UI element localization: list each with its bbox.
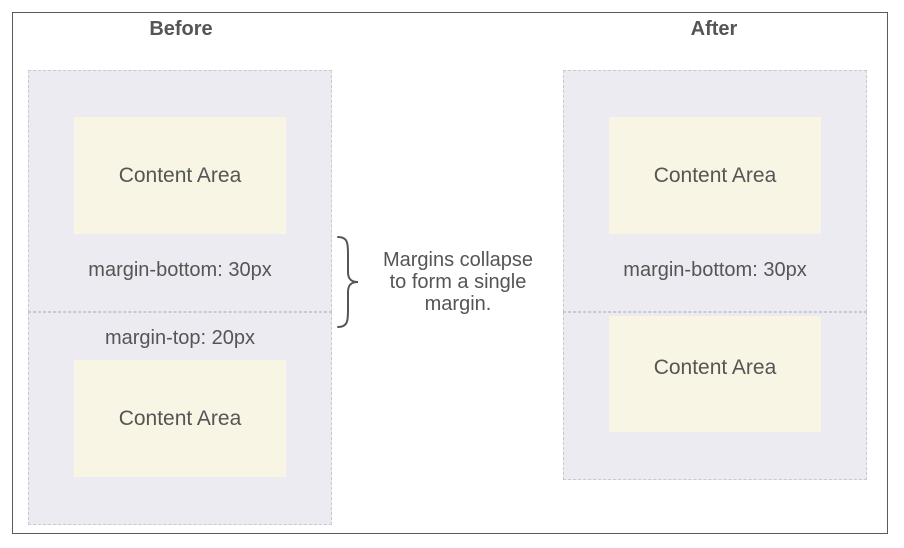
before-bottom-content: Content Area <box>74 360 286 477</box>
collapse-note: Margins collapse to form a single margin… <box>362 249 554 315</box>
after-margin-bottom-label: margin-bottom: 30px <box>623 259 807 281</box>
before-heading: Before <box>149 18 213 40</box>
curly-brace-icon <box>337 236 359 328</box>
before-top-content: Content Area <box>74 117 286 234</box>
before-margin-top-label: margin-top: 20px <box>104 327 256 349</box>
after-bottom-content: Content Area <box>609 316 821 432</box>
note-line-1: Margins collapse <box>382 249 534 271</box>
before-margin-bottom-label: margin-bottom: 30px <box>88 259 272 281</box>
note-line-3: margin. <box>424 293 492 315</box>
after-heading: After <box>690 18 738 40</box>
note-line-2: to form a single <box>389 271 527 293</box>
after-top-content: Content Area <box>609 117 821 234</box>
